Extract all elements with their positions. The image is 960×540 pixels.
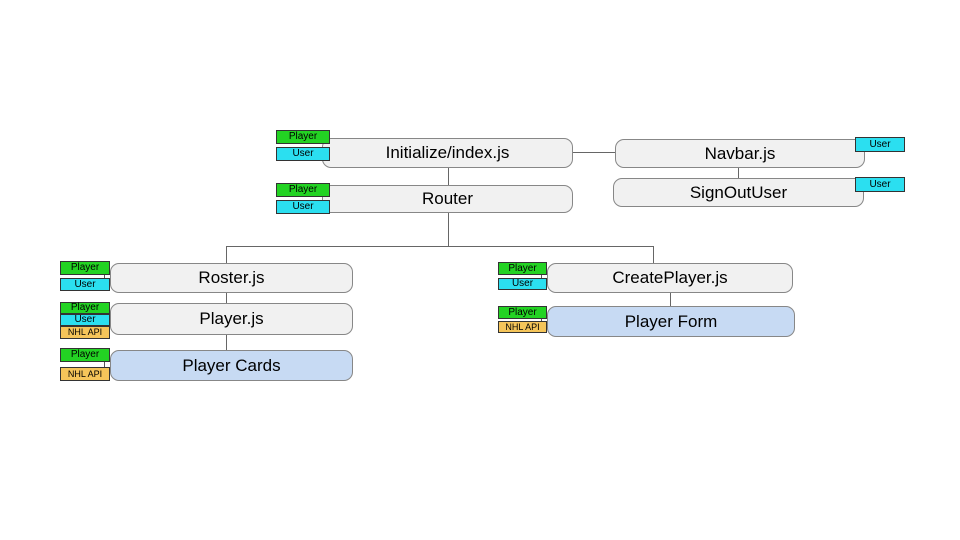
tag-label: Player	[508, 306, 537, 318]
tag-label: User	[869, 178, 891, 190]
node-router-label: Router	[421, 189, 474, 208]
tag-nhl-api-player-form[interactable]: NHL API	[498, 321, 547, 333]
node-player-cards[interactable]: Player Cards	[110, 350, 353, 381]
node-roster-label: Roster.js	[198, 268, 265, 287]
node-player-form[interactable]: Player Form	[547, 306, 795, 337]
connector-branch-to-createplayer	[653, 246, 654, 263]
node-player-form-label: Player Form	[624, 311, 718, 331]
connector-roster-to-playerjs	[226, 293, 227, 303]
tag-label: User	[869, 138, 891, 150]
connector-initialize-to-router	[448, 168, 449, 185]
tag-label: User	[292, 201, 314, 212]
connector-router-branch-horizontal	[226, 246, 653, 247]
tag-label: User	[292, 148, 314, 159]
connector-branch-to-roster	[226, 246, 227, 263]
tag-label: Player	[70, 262, 100, 273]
tag-player-roster[interactable]: Player	[60, 261, 110, 275]
tag-label: User	[511, 278, 534, 289]
tag-spine-playercards	[104, 355, 105, 374]
tag-label: Player	[70, 349, 100, 360]
node-sign-out-user-label: SignOutUser	[689, 182, 788, 202]
node-navbar-label: Navbar.js	[704, 143, 776, 163]
tag-player-player-js[interactable]: Player	[60, 302, 110, 314]
node-navbar[interactable]: Navbar.js	[615, 139, 865, 168]
node-player-js-label: Player.js	[199, 309, 264, 328]
tag-label: NHL API	[67, 368, 103, 379]
tag-user-router[interactable]: User	[276, 200, 330, 214]
tag-spine-roster	[104, 268, 105, 284]
tag-user-player-js[interactable]: User	[60, 314, 110, 326]
tag-player-initialize[interactable]: Player	[276, 130, 330, 144]
tag-label: Player	[508, 262, 537, 274]
node-create-player-label: CreatePlayer.js	[612, 268, 728, 287]
connector-router-stub	[448, 213, 449, 246]
node-initialize-index[interactable]: Initialize/index.js	[322, 138, 573, 168]
tag-label: Player	[288, 184, 318, 195]
connector-createplayer-to-playerform	[670, 293, 671, 306]
tag-player-router[interactable]: Player	[276, 183, 330, 197]
node-router[interactable]: Router	[322, 185, 573, 213]
connector-playerjs-to-playercards	[226, 335, 227, 350]
tag-player-create-player[interactable]: Player	[498, 262, 547, 275]
node-create-player[interactable]: CreatePlayer.js	[547, 263, 793, 293]
tag-label: Player	[70, 302, 100, 313]
tag-user-create-player[interactable]: User	[498, 278, 547, 290]
tag-player-player-cards[interactable]: Player	[60, 348, 110, 362]
node-player-js[interactable]: Player.js	[110, 303, 353, 335]
connector-navbar-to-signoutuser	[738, 168, 739, 178]
tag-nhl-api-player-js[interactable]: NHL API	[60, 326, 110, 339]
tag-label: User	[74, 314, 96, 325]
tag-spine-playerform	[541, 312, 542, 327]
tag-user-navbar[interactable]: User	[855, 137, 905, 152]
node-initialize-index-label: Initialize/index.js	[385, 143, 510, 162]
tag-label: Player	[288, 131, 318, 142]
tag-user-sign-out-user[interactable]: User	[855, 177, 905, 192]
connector-initialize-to-navbar	[573, 152, 615, 153]
tag-user-initialize[interactable]: User	[276, 147, 330, 161]
tag-label: NHL API	[67, 327, 103, 337]
node-player-cards-label: Player Cards	[182, 355, 281, 375]
tag-spine-createplayer	[541, 268, 542, 284]
tag-nhl-api-player-cards[interactable]: NHL API	[60, 367, 110, 381]
tag-label: User	[74, 278, 96, 290]
tag-user-roster[interactable]: User	[60, 278, 110, 291]
node-sign-out-user[interactable]: SignOutUser	[613, 178, 864, 207]
tag-label: NHL API	[505, 321, 540, 332]
node-roster[interactable]: Roster.js	[110, 263, 353, 293]
tag-player-player-form[interactable]: Player	[498, 306, 547, 319]
